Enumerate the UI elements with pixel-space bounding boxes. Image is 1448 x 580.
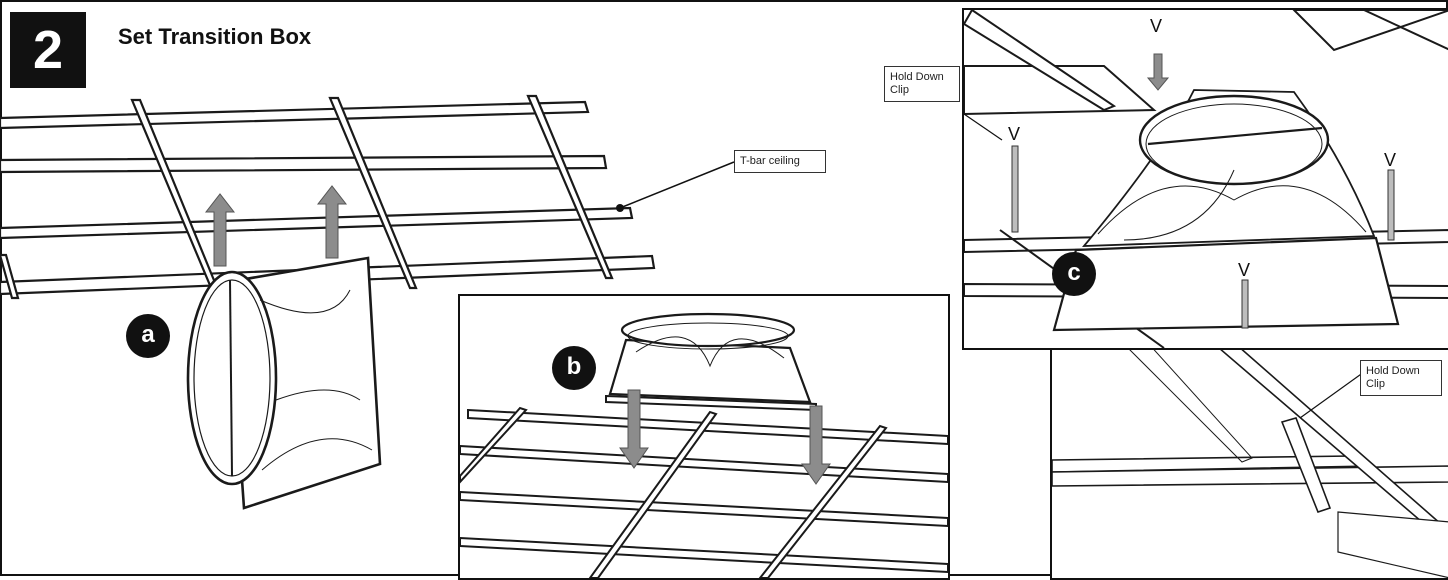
- illustration-c: [964, 10, 1448, 348]
- detail-panel-b: [458, 294, 950, 580]
- marker-a: a: [126, 314, 170, 358]
- illustration-d: [1052, 332, 1448, 578]
- tbar-ceiling-callout: T-bar ceiling: [734, 150, 826, 173]
- clip-label-bottom: V: [1238, 260, 1251, 280]
- clip-label-left: V: [1008, 124, 1021, 144]
- marker-c: c: [1052, 252, 1096, 296]
- marker-b: b: [552, 346, 596, 390]
- detail-panel-c: V V V V: [962, 8, 1448, 350]
- step-title: Set Transition Box: [118, 24, 312, 49]
- step-number-badge: 2: [10, 12, 86, 88]
- clip-label-top: V: [1150, 16, 1163, 36]
- clip-label-right: V: [1384, 150, 1397, 170]
- hold-down-clip-callout-d: Hold Down Clip: [1360, 360, 1442, 396]
- hold-down-clip-callout-c: Hold Down Clip: [884, 66, 960, 102]
- illustration-b: [460, 312, 948, 578]
